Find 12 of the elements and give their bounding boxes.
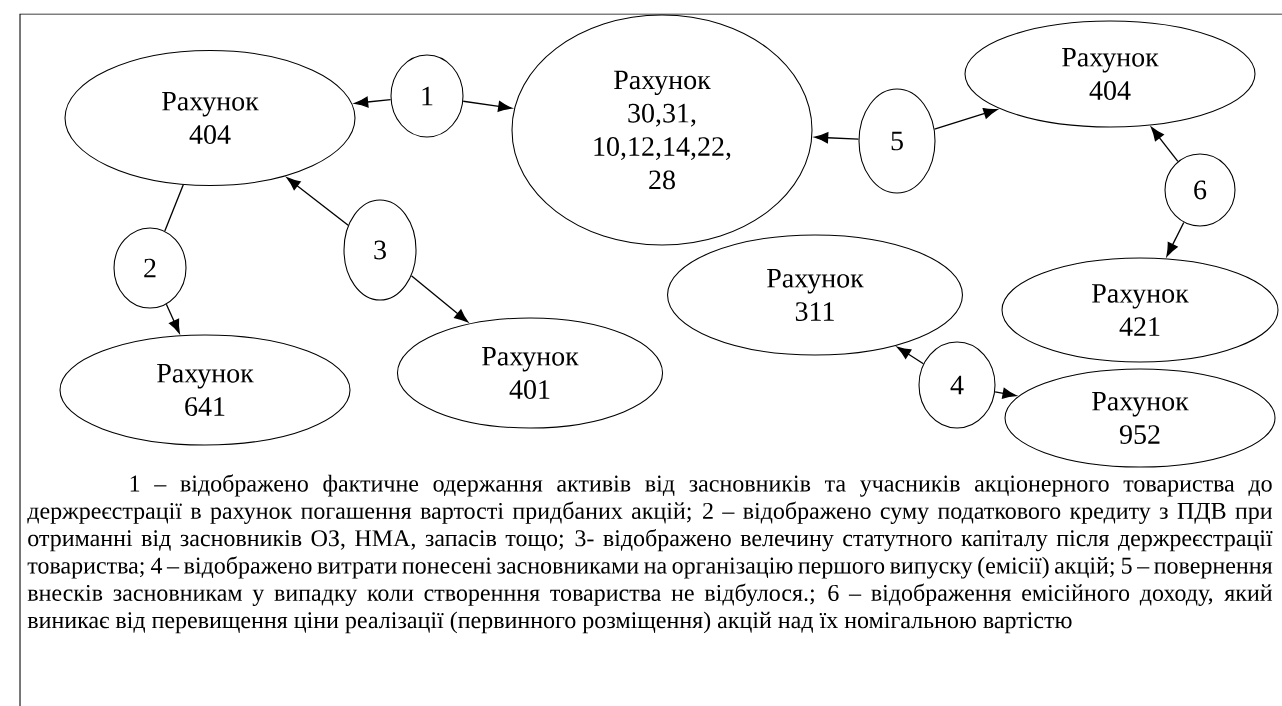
arrow (1150, 127, 1179, 163)
arrow (896, 346, 925, 365)
arrow (165, 303, 180, 334)
arrow (1166, 221, 1185, 257)
arrow (814, 132, 860, 144)
arrow (410, 275, 469, 323)
arrow (994, 387, 1017, 399)
arrow (933, 108, 998, 130)
arrow (462, 100, 513, 112)
arrow (286, 177, 349, 226)
caption-text: 1 – відображено фактичне одержання активів від засновників та учасників акціонерного товариства до держреєстрації в рахунок погашення вартості придбаних акцій; 2 – відображено суму податкового кредиту з ПДВ при отриманні від засновників ОЗ, НМА, запасів тощо; 3- відображено велечину статутного капіталу після держреєстрації товариства; 4 – відображено витрати понесені засновниками на організацію першого випуску (емісії) акцій; 5 – повернення внесків засновникам у випадку коли створенння товариства не відбулося.; 6 – відображення емісійного доходу, який виникає від перевищення ціни реалізації (первинного розміщення) акцій над їх номігальною вартістю (27, 474, 1273, 634)
arrow (354, 96, 392, 108)
